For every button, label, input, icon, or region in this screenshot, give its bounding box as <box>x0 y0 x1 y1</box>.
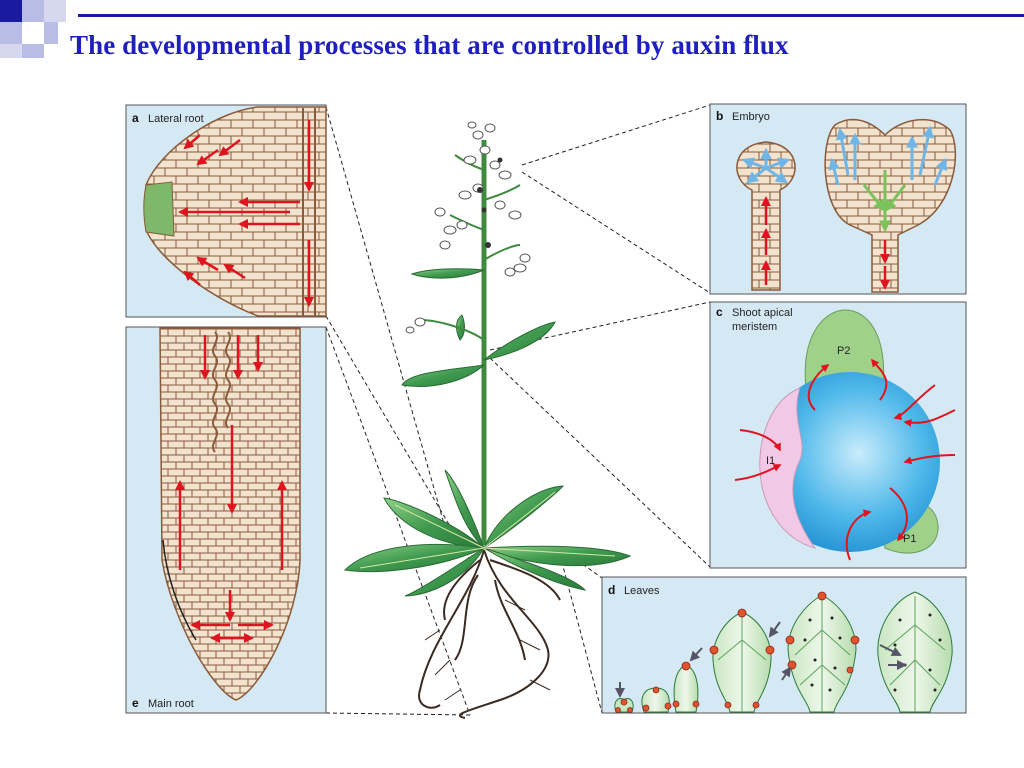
primordium-p1-label: P1 <box>903 533 916 545</box>
incipient-i1-label: I1 <box>766 455 775 467</box>
panel-d-leaves: d Leaves <box>601 576 967 714</box>
slide-title: The developmental processes that are con… <box>70 30 789 60</box>
panel-a-letter: a <box>132 111 139 125</box>
panel-b-letter: b <box>716 109 723 123</box>
panel-d-label: Leaves <box>624 585 660 597</box>
panel-e-letter: e <box>132 696 139 710</box>
panel-c-shoot-apical-meristem: c Shoot apical meristem P2 P1 I1 <box>709 301 967 569</box>
panel-b-label: Embryo <box>732 111 770 123</box>
panel-c-letter: c <box>716 305 723 319</box>
panel-a-label: Lateral root <box>148 113 204 125</box>
panel-c-label-line2: meristem <box>732 321 777 333</box>
panel-a-lateral-root: a Lateral root <box>125 104 327 318</box>
panel-e-label: Main root <box>148 698 194 710</box>
panel-d-letter: d <box>608 583 615 597</box>
slide-decoration <box>0 0 80 60</box>
title-rule <box>78 14 1024 17</box>
plant-illustration <box>343 121 632 719</box>
panel-e-main-root: e Main root <box>125 326 327 714</box>
panel-c-label-line1: Shoot apical <box>732 307 793 319</box>
primordium-p2-label: P2 <box>837 345 850 357</box>
panel-b-embryo: b Embryo <box>709 103 967 295</box>
